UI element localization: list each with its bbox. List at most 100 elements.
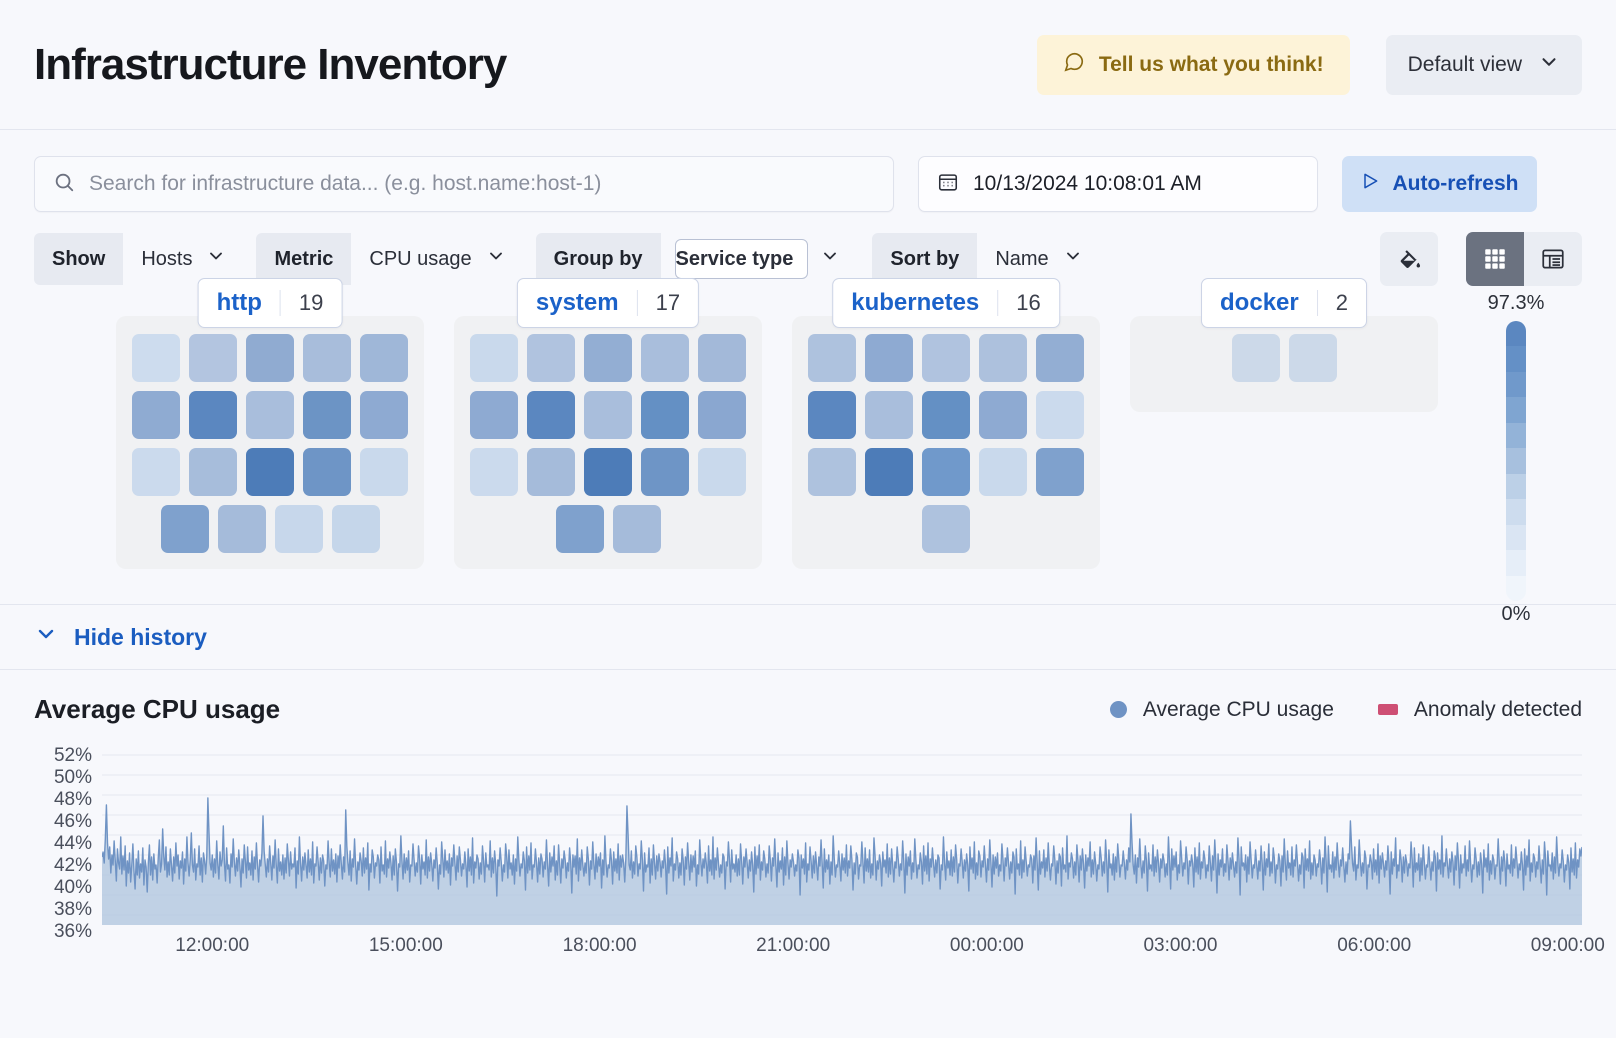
- view-toggle-group: [1466, 232, 1582, 286]
- waffle-cell[interactable]: [808, 448, 856, 496]
- control-sort-by-value[interactable]: Name: [977, 233, 1098, 285]
- waffle-cell[interactable]: [979, 334, 1027, 382]
- waffle-cell[interactable]: [808, 334, 856, 382]
- date-picker[interactable]: 10/13/2024 10:08:01 AM: [918, 156, 1318, 212]
- header-actions: Tell us what you think! Default view: [1036, 34, 1582, 95]
- waffle-cell[interactable]: [331, 505, 380, 553]
- y-tick-label: 48%: [53, 789, 92, 810]
- search-bar[interactable]: [34, 156, 894, 212]
- waffle-group-header[interactable]: kubernetes 16: [832, 278, 1060, 328]
- waffle-cell[interactable]: [555, 505, 604, 553]
- waffle-cell[interactable]: [160, 505, 209, 553]
- waffle-cell[interactable]: [922, 505, 970, 553]
- waffle-cell[interactable]: [470, 334, 518, 382]
- waffle-cell[interactable]: [1231, 334, 1280, 382]
- waffle-cell[interactable]: [527, 334, 575, 382]
- waffle-cell[interactable]: [641, 391, 689, 439]
- grid-view-icon[interactable]: [1466, 232, 1524, 286]
- waffle-cell[interactable]: [641, 448, 689, 496]
- legend-square-icon: [1377, 704, 1398, 715]
- x-tick-label: 03:00:00: [1143, 935, 1218, 956]
- waffle-cell[interactable]: [360, 448, 408, 496]
- waffle-cell[interactable]: [584, 448, 632, 496]
- legend-item-anomaly-detected[interactable]: Anomaly detected: [1377, 698, 1582, 722]
- waffle-cell[interactable]: [1288, 334, 1337, 382]
- waffle-cell[interactable]: [303, 391, 351, 439]
- waffle-cell[interactable]: [360, 334, 408, 382]
- waffle-cell[interactable]: [922, 448, 970, 496]
- waffle-group-header[interactable]: docker 2: [1201, 278, 1367, 328]
- waffle-group-name: docker: [1220, 289, 1299, 316]
- waffle-cell[interactable]: [865, 448, 913, 496]
- control-group-by: Group by Service type: [535, 233, 859, 285]
- legend-min-value: 0%: [1501, 603, 1531, 625]
- waffle-cell[interactable]: [865, 334, 913, 382]
- waffle-group-name: kubernetes: [851, 289, 980, 316]
- legend-step: [1506, 371, 1526, 398]
- waffle-cell[interactable]: [274, 505, 323, 553]
- waffle-cell[interactable]: [217, 505, 266, 553]
- waffle-cell[interactable]: [527, 391, 575, 439]
- feedback-button[interactable]: Tell us what you think!: [1036, 34, 1350, 95]
- waffle-cell[interactable]: [1036, 448, 1084, 496]
- history-chart-panel: Average CPU usage Average CPU usage Anom…: [0, 670, 1616, 990]
- waffle-cell[interactable]: [303, 334, 351, 382]
- waffle-cell[interactable]: [303, 448, 351, 496]
- legend-item-average-cpu-usage[interactable]: Average CPU usage: [1109, 697, 1334, 722]
- waffle-cell[interactable]: [527, 448, 575, 496]
- waffle-cell[interactable]: [922, 334, 970, 382]
- waffle-cell[interactable]: [246, 391, 294, 439]
- waffle-cell[interactable]: [246, 334, 294, 382]
- paint-bucket-icon[interactable]: [1380, 232, 1438, 286]
- waffle-cell[interactable]: [584, 334, 632, 382]
- waffle-cell[interactable]: [1036, 334, 1084, 382]
- y-tick-label: 38%: [53, 899, 92, 920]
- waffle-cell[interactable]: [132, 448, 180, 496]
- table-view-icon[interactable]: [1524, 232, 1582, 286]
- waffle-cell[interactable]: [979, 448, 1027, 496]
- waffle-cell[interactable]: [189, 334, 237, 382]
- waffle-cell[interactable]: [584, 391, 632, 439]
- waffle-cell[interactable]: [865, 391, 913, 439]
- chart-plot-area[interactable]: [102, 745, 1582, 925]
- waffle-cell[interactable]: [698, 391, 746, 439]
- control-metric-value[interactable]: CPU usage: [351, 233, 521, 285]
- y-tick-label: 52%: [53, 745, 92, 766]
- waffle-cell[interactable]: [979, 391, 1027, 439]
- waffle-cell[interactable]: [132, 334, 180, 382]
- waffle-cell[interactable]: [189, 448, 237, 496]
- control-show: Show Hosts: [34, 233, 242, 285]
- search-input[interactable]: [89, 172, 875, 196]
- hide-history-button[interactable]: Hide history: [34, 622, 207, 652]
- waffle-cell[interactable]: [189, 391, 237, 439]
- auto-refresh-button[interactable]: Auto-refresh: [1342, 156, 1537, 212]
- waffle-cell[interactable]: [132, 391, 180, 439]
- waffle-cell[interactable]: [612, 505, 661, 553]
- waffle-group-count: 16: [997, 290, 1058, 316]
- waffle-cell[interactable]: [1036, 391, 1084, 439]
- chevron-down-icon: [34, 622, 58, 652]
- control-metric-value-text: CPU usage: [369, 247, 472, 270]
- chevron-down-icon: [820, 246, 840, 272]
- waffle-cell[interactable]: [641, 334, 689, 382]
- default-view-selector[interactable]: Default view: [1385, 34, 1582, 95]
- play-icon: [1360, 171, 1380, 197]
- legend-step: [1506, 575, 1526, 601]
- waffle-cell[interactable]: [698, 334, 746, 382]
- waffle-cell[interactable]: [922, 391, 970, 439]
- legend-label: Average CPU usage: [1142, 697, 1334, 721]
- waffle-cell[interactable]: [360, 391, 408, 439]
- waffle-cell[interactable]: [808, 391, 856, 439]
- hide-history-label: Hide history: [74, 623, 207, 650]
- waffle-cell[interactable]: [698, 448, 746, 496]
- control-group-by-dropdown[interactable]: [820, 233, 858, 285]
- control-show-value[interactable]: Hosts: [123, 233, 242, 285]
- waffle-cell[interactable]: [470, 448, 518, 496]
- waffle-cell[interactable]: [246, 448, 294, 496]
- control-group-by-value[interactable]: Service type: [674, 239, 809, 279]
- waffle-cell[interactable]: [470, 391, 518, 439]
- chart-y-axis-labels: 52%50%48%46%44%42%40%38%36%: [34, 745, 92, 942]
- waffle-group-count: 2: [1316, 290, 1366, 316]
